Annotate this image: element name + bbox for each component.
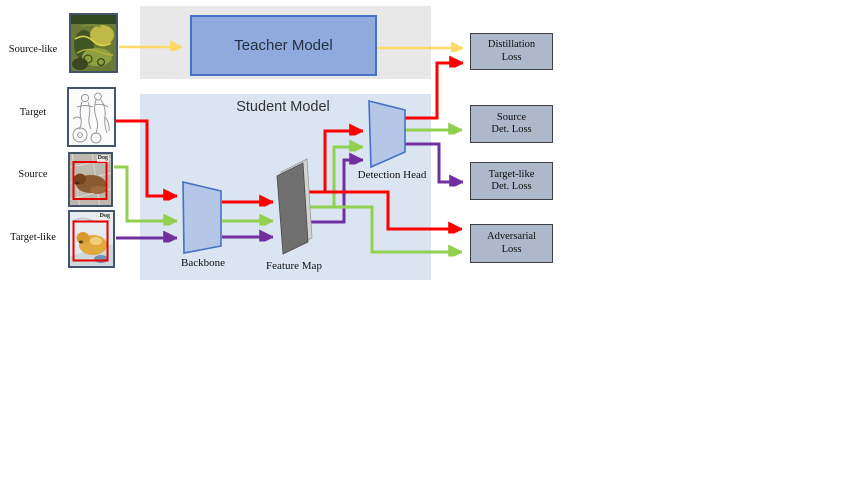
backbone-trapezoid: [182, 180, 222, 254]
adversarial-loss-line1: Adversarial: [487, 231, 536, 242]
arrow-source-to-backbone: [114, 165, 177, 221]
target-like-stylized-art: [70, 212, 113, 266]
distillation-loss-box: Distillation Loss: [470, 33, 553, 70]
teacher-model-box: Teacher Model: [190, 15, 377, 76]
input-label-source-like: Source-like: [8, 44, 58, 55]
adversarial-loss-line2: Loss: [501, 243, 522, 255]
input-image-target: [67, 87, 116, 147]
arrow-detectionhead-to-distillation-loss: [405, 63, 463, 120]
source-bbox-label: Dog: [96, 155, 109, 162]
feature-map-slab: [276, 162, 309, 255]
distillation-loss-line1: Distillation: [487, 39, 536, 50]
input-image-source-like: [69, 13, 118, 73]
arrow-target-to-backbone: [116, 119, 177, 196]
source-det-loss-line1: Source: [496, 111, 527, 123]
detection-head-label: Detection Head: [357, 169, 427, 181]
arrow-featuremap-to-detectionhead-red: [323, 131, 363, 192]
arrow-detectionhead-to-targetlike-det-loss: [405, 142, 463, 182]
teacher-model-label: Teacher Model: [234, 37, 333, 54]
student-model-label: Student Model: [236, 99, 330, 115]
target-like-det-loss-line1: Target-like: [488, 168, 535, 180]
target-like-det-loss-line2: Det. Loss: [491, 181, 532, 192]
target-like-det-loss-box: Target-like Det. Loss: [470, 162, 553, 200]
input-image-target-like: Dog: [68, 210, 115, 268]
backbone-label: Backbone: [181, 257, 225, 269]
source-det-loss-box: Source Det. Loss: [470, 105, 553, 143]
detection-head-trapezoid: [368, 99, 406, 169]
adversarial-loss-box: Adversarial Loss: [470, 224, 553, 263]
arrow-featuremap-to-detectionhead-green: [332, 147, 363, 207]
source-det-loss-line2: Det. Loss: [491, 124, 532, 135]
input-label-source: Source: [18, 169, 48, 180]
source-like-stylized-art: [71, 15, 116, 71]
input-label-target-like: Target-like: [10, 232, 56, 243]
distillation-loss-line2: Loss: [501, 51, 522, 63]
arrow-featuremap-to-adversarial-loss-red: [305, 190, 462, 229]
input-image-source: Dog: [68, 152, 113, 207]
input-label-target: Target: [19, 107, 47, 118]
target-like-bbox-label: Dog: [98, 213, 111, 220]
target-sketch-art: [69, 89, 114, 145]
arrow-featuremap-to-adversarial-loss-green: [304, 205, 462, 252]
feature-map-label: Feature Map: [266, 260, 322, 272]
